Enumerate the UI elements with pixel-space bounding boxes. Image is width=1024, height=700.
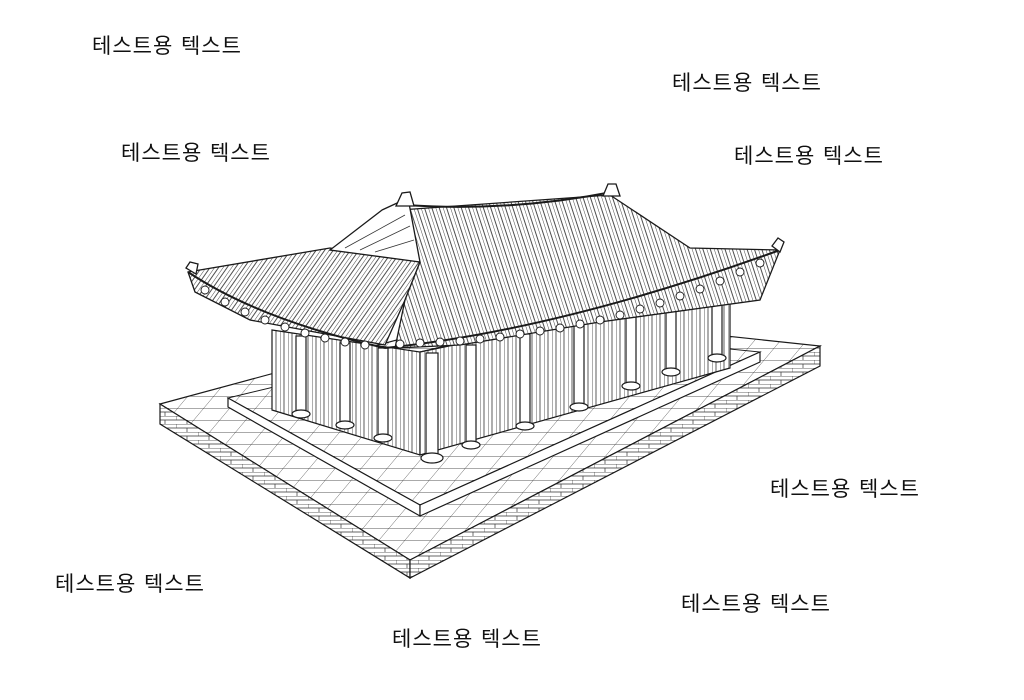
text-label: 테스트용 텍스트 xyxy=(92,34,242,58)
pavilion-walls xyxy=(271,287,731,464)
text-label: 테스트용 텍스트 xyxy=(121,141,271,165)
text-label: 테스트용 텍스트 xyxy=(681,592,831,616)
text-label: 테스트용 텍스트 xyxy=(672,71,822,95)
text-label: 테스트용 텍스트 xyxy=(392,627,542,651)
tiled-roof xyxy=(185,183,785,350)
text-label: 테스트용 텍스트 xyxy=(734,144,884,168)
text-label: 테스트용 텍스트 xyxy=(55,572,205,596)
text-label: 테스트용 텍스트 xyxy=(770,477,920,501)
